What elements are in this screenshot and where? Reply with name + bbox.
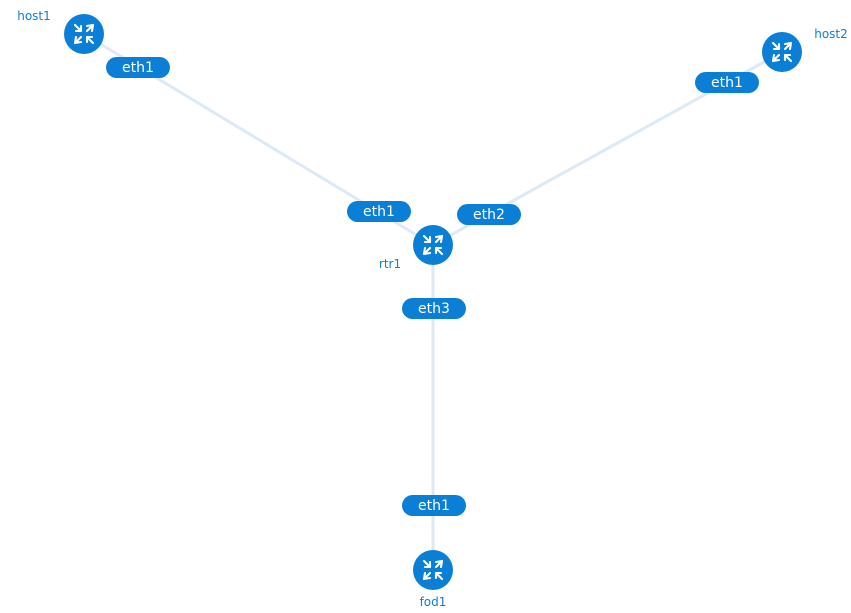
router-icon: [771, 41, 793, 63]
node-label: host2: [814, 27, 848, 41]
node-circle: [413, 550, 453, 590]
iface-label: eth1: [418, 498, 450, 514]
iface-pill: [347, 201, 411, 222]
router-icon: [422, 234, 444, 256]
node-label: host1: [17, 9, 51, 23]
router-icon: [422, 559, 444, 581]
iface-fod1-eth1[interactable]: eth1: [402, 495, 466, 516]
iface-host1-eth1[interactable]: eth1: [106, 57, 170, 78]
iface-pill: [402, 298, 466, 319]
router-icon: [73, 23, 95, 45]
iface-label: eth3: [418, 301, 450, 317]
iface-pill: [402, 495, 466, 516]
node-circle: [413, 225, 453, 265]
node-rtr1[interactable]: rtr1: [379, 225, 453, 271]
iface-label: eth1: [711, 75, 743, 91]
interface-label-layer: eth1 eth1 eth1 eth2 eth3 eth1: [106, 57, 759, 516]
iface-label: eth2: [473, 207, 505, 223]
iface-pill: [457, 204, 521, 225]
node-host2[interactable]: host2: [762, 27, 848, 72]
node-circle: [64, 14, 104, 54]
node-circle: [762, 32, 802, 72]
node-fod1[interactable]: fod1: [413, 550, 453, 609]
node-layer: host1 host2: [17, 9, 848, 609]
iface-rtr1-eth3[interactable]: eth3: [402, 298, 466, 319]
node-label: fod1: [420, 595, 447, 609]
iface-rtr1-eth1[interactable]: eth1: [347, 201, 411, 222]
node-host1[interactable]: host1: [17, 9, 104, 54]
node-label: rtr1: [379, 257, 401, 271]
iface-pill: [695, 72, 759, 93]
iface-label: eth1: [122, 60, 154, 76]
iface-host2-eth1[interactable]: eth1: [695, 72, 759, 93]
iface-label: eth1: [363, 204, 395, 220]
iface-rtr1-eth2[interactable]: eth2: [457, 204, 521, 225]
iface-pill: [106, 57, 170, 78]
